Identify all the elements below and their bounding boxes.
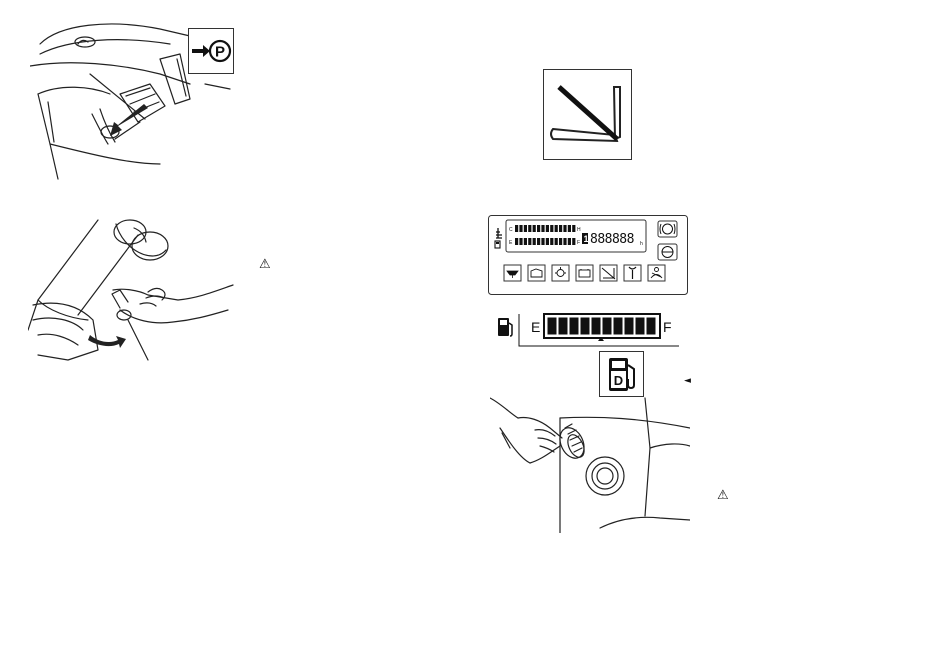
fuel-gauge-empty-label: E [531,319,540,335]
lcd-bar-segment [572,238,575,245]
lcd-bar-segment [519,225,522,232]
fuel-gauge-segment [636,318,644,334]
coolant-c-label: C [509,227,513,233]
lcd-bar-segment [515,238,518,245]
glow-plug-icon [552,265,569,281]
warning-symbol-right: ⚠ [717,489,729,502]
lcd-bar-segment [533,225,536,232]
lcd-bar-segment [537,238,540,245]
fuel-f-label: F [577,240,580,246]
fuel-gauge-segment [592,318,600,334]
lcd-bar-segment [550,238,553,245]
refueling-illustration [490,388,690,533]
lcd-bar-segment [568,238,571,245]
lcd-bar-segment [572,225,575,232]
lcd-bar-segment [550,225,553,232]
lcd-bar-segment [528,225,531,232]
lcd-bar-segment [524,225,527,232]
fork-tilt-icon [543,69,632,160]
lcd-bar-segment [537,225,540,232]
service-wrench-icon [624,265,641,281]
turn-arrow-icon [88,335,126,348]
fuel-pump-icon [498,318,512,336]
parking-brake-sign: P [188,28,234,74]
pointer-marker: ◄ [684,376,691,386]
lcd-bar-segment [541,225,544,232]
lcd-bar-segment [533,238,536,245]
lcd-bar-segment [563,225,566,232]
ignition-key-illustration [28,210,243,375]
hour-meter-digits: 888888 [590,232,634,247]
lcd-bar-segment [555,238,558,245]
lcd-bar-segment [515,225,518,232]
fuel-gauge-full-label: F [663,319,672,335]
warning-symbol-left: ⚠ [259,258,271,271]
fork-tilt-small-icon [600,265,617,281]
seat-belt-icon [648,265,665,281]
parking-p-symbol: P [215,44,225,61]
lcd-bar-segment [555,225,558,232]
hour-meter-prefix: 1 [584,234,589,244]
fuel-gauge: E F [494,310,684,352]
fuel-gauge-segment [603,318,611,334]
lcd-bar-segment [559,238,562,245]
lcd-bar-segment [559,225,562,232]
fuel-gauge-segment [614,318,622,334]
fuel-gauge-segment [581,318,589,334]
fuel-gauge-segment [647,318,655,334]
oil-pressure-icon [504,265,521,281]
lcd-bar-segment [524,238,527,245]
instrument-display-panel: C E H F 1 888888 h [488,215,688,295]
fuel-gauge-segment [570,318,578,334]
engine-check-icon [528,265,545,281]
hour-meter-unit: h [640,241,643,247]
coolant-h-label: H [577,227,581,233]
fuel-gauge-segment [625,318,633,334]
lcd-bar-segment [563,238,566,245]
lcd-bar-segment [568,225,571,232]
lcd-bar-segment [541,238,544,245]
battery-charge-icon [576,265,593,281]
fuel-gauge-segment [548,318,556,334]
lcd-bar-segment [546,225,549,232]
fuel-gauge-segment [559,318,567,334]
lcd-bar-segment [528,238,531,245]
diesel-letter: D [614,373,623,388]
parking-circle-icon [658,244,677,260]
brake-icon [658,221,677,237]
lcd-bar-segment [546,238,549,245]
lcd-bar-segment [519,238,522,245]
